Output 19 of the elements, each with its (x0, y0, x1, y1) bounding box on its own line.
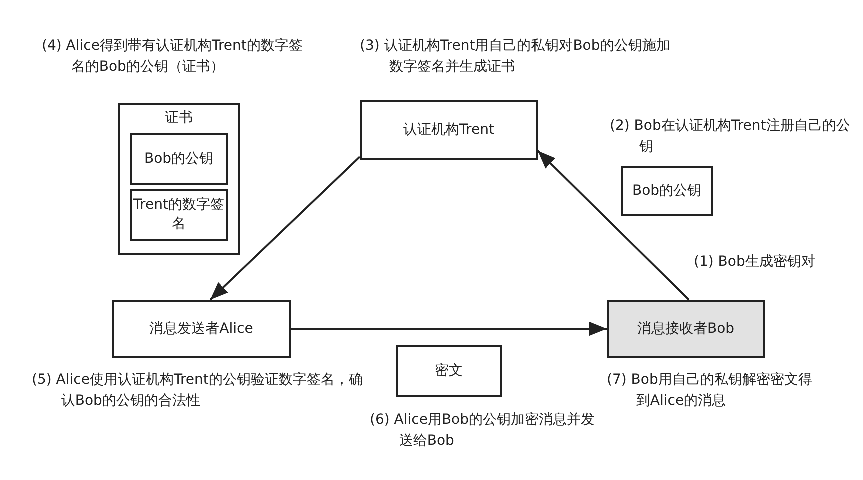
step-note: (6) Alice用Bob的公钥加密消息并发送给Bob (370, 411, 596, 451)
process-box: 认证机构Trent (360, 100, 538, 160)
group-title: 证书 (164, 109, 194, 128)
step-note: (1) Bob生成密钥对 (694, 253, 816, 272)
step-note: (5) Alice使用认证机构Trent的公钥验证数字签名，确认Bob的公钥的合法性 (32, 371, 364, 411)
arrow (537, 150, 690, 301)
group-box (118, 103, 240, 255)
process-box: 密文 (396, 345, 502, 397)
process-box: Bob的公钥 (621, 166, 713, 216)
process-box: Bob的公钥 (130, 133, 228, 185)
arrow (210, 156, 361, 301)
process-box: 消息发送者Alice (112, 300, 291, 358)
process-box: 消息接收者Bob (607, 300, 765, 358)
process-box: Trent的数字签名 (130, 189, 228, 241)
step-note: (7) Bob用自己的私钥解密密文得到Alice的消息 (607, 371, 814, 411)
step-note: (2) Bob在认证机构Trent注册自己的公钥 (610, 117, 852, 157)
step-note: (3) 认证机构Trent用自己的私钥对Bob的公钥施加数字签名并生成证书 (360, 37, 672, 77)
arrow (291, 322, 607, 336)
step-note: (4) Alice得到带有认证机构Trent的数字签名的Bob的公钥（证书） (42, 37, 304, 77)
